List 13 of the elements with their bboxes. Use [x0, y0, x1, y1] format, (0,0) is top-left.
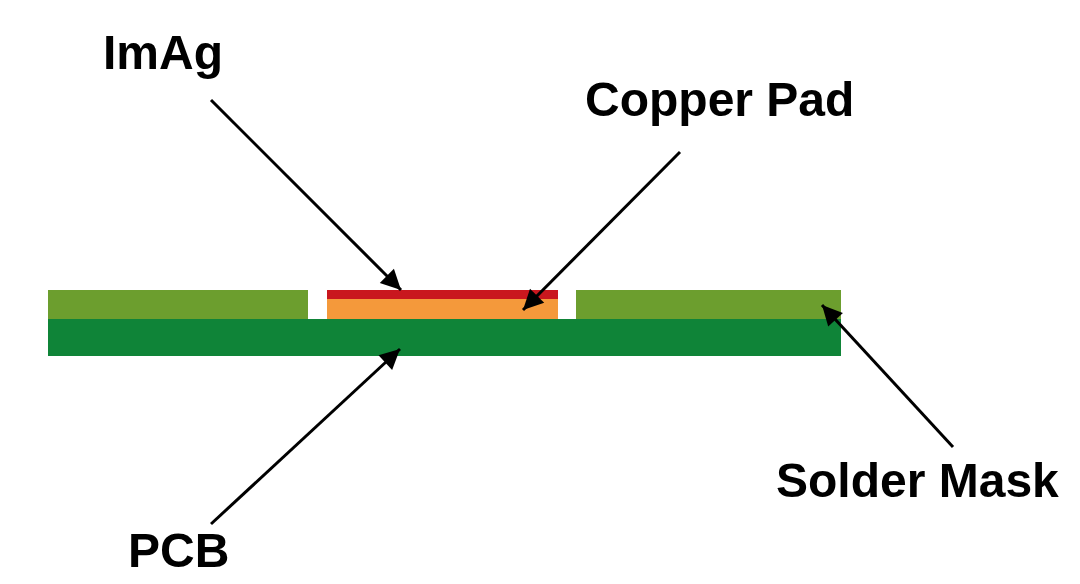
part-label: Solder Mask	[776, 457, 1059, 505]
pcb-substrate	[48, 319, 841, 356]
solder-mask-layer	[48, 290, 308, 319]
part-label: ImAg	[103, 29, 223, 77]
leader-arrow	[210, 347, 401, 526]
part-label: PCB	[128, 527, 230, 575]
part-label: Copper Pad	[585, 76, 855, 124]
copper-pad	[327, 299, 558, 319]
leader-arrow	[209, 98, 403, 292]
surface-finish-layer	[327, 290, 558, 299]
leader-arrow	[521, 150, 682, 312]
leader-arrow	[820, 304, 955, 448]
solder-mask-layer	[576, 290, 841, 319]
